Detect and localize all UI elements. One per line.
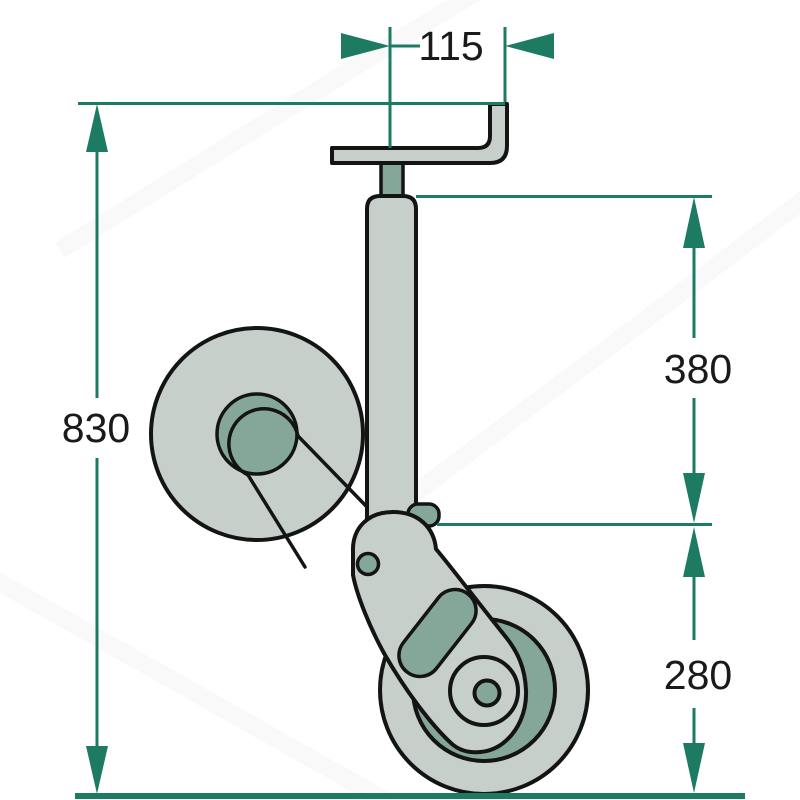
dimension-lower-height: 280 [664,527,732,793]
dimension-top-width: 115 [341,23,554,69]
mounting-bracket [330,102,509,165]
arrow-right-icon [341,33,390,59]
arrow-up-icon [86,104,108,152]
outer-tube [365,194,418,552]
arrow-up-icon [683,197,705,248]
arrow-up-icon [683,527,705,577]
pivot-bolt [355,551,381,577]
axle-bolt [472,678,502,708]
dimension-overall-height: 830 [62,104,130,794]
arm-slot [397,587,478,679]
arrow-down-icon [683,743,705,793]
dim-upper-height-label: 380 [664,346,732,392]
dimension-upper-height: 380 [664,197,732,523]
dimension-annotations: 115 830 380 280 [62,23,745,799]
dim-overall-height-label: 830 [62,405,130,451]
arrow-down-icon [683,473,705,523]
arrow-down-icon [86,746,108,794]
arrow-left-icon [505,33,554,59]
jockey-wheel-drawing [149,102,590,796]
folded-arm-outline [227,407,369,569]
dim-lower-height-label: 280 [664,652,732,698]
dim-top-width-label: 115 [418,23,483,69]
